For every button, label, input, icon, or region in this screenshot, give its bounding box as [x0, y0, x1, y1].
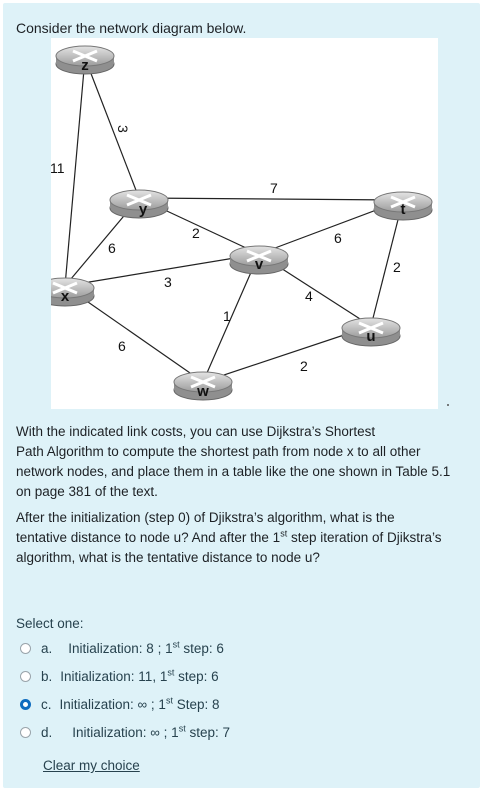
network-diagram-svg: 11 3 7 6 2 6 2 3 4 1 6 2 z y [51, 45, 433, 401]
option-text: Initialization: ∞ ; 1st Step: 8 [59, 695, 220, 712]
paragraph-2-line: After the initialization (step 0) of Dji… [16, 510, 395, 525]
superscript: st [280, 528, 288, 539]
cost-x-w: 6 [118, 338, 126, 354]
router-w: w [173, 371, 233, 401]
option-letter: c. [41, 696, 52, 712]
radio-option-b[interactable] [20, 670, 31, 682]
cost-z-y: 3 [115, 125, 131, 133]
node-label-y: y [139, 201, 148, 218]
paragraph-2-text: tentative distance to node u? And after … [16, 530, 281, 545]
cost-t-u: 2 [393, 259, 401, 275]
radio-option-d[interactable] [20, 726, 31, 738]
option-text: Initialization: 8 ; 1st step: 6 [68, 639, 224, 656]
cost-v-w: 1 [223, 308, 231, 324]
cost-y-t: 7 [270, 180, 278, 196]
link-x-v [64, 253, 260, 287]
cost-v-u: 4 [305, 288, 313, 304]
router-v: v [229, 245, 289, 275]
link-t-u [370, 199, 404, 327]
paragraph-1-line: on page 381 of the text. [16, 484, 158, 499]
paragraph-1-line: With the indicated link costs, you can u… [16, 424, 376, 439]
link-y-t [138, 197, 404, 201]
question-paragraph-2: After the initialization (step 0) of Dji… [16, 508, 468, 568]
clear-choice-link[interactable]: Clear my choice [43, 758, 140, 773]
cost-y-v: 2 [192, 225, 200, 241]
option-b[interactable]: b. Initialization: 11, 1st step: 6 [20, 666, 219, 686]
node-label-x: x [61, 288, 70, 305]
option-text: Initialization: 11, 1st step: 6 [60, 667, 219, 684]
node-label-t: t [401, 201, 406, 218]
question-intro: Consider the network diagram below. [16, 20, 247, 36]
paragraph-1-line: Path Algorithm to compute the shortest p… [16, 444, 421, 459]
option-letter: b. [41, 668, 53, 684]
node-label-z: z [81, 57, 89, 74]
paragraph-2-text: step iteration of Djikstra’s [287, 530, 442, 545]
link-z-y [84, 57, 140, 199]
link-z-x [64, 57, 86, 287]
select-one-label: Select one: [16, 616, 84, 631]
link-cost-labels: 11 3 7 6 2 6 2 3 4 1 6 2 [51, 125, 401, 374]
router-z: z [55, 45, 115, 75]
node-label-v: v [255, 256, 264, 273]
option-a[interactable]: a. Initialization: 8 ; 1st step: 6 [20, 638, 224, 658]
paragraph-1-line: network nodes, and place them in a table… [16, 464, 451, 479]
node-label-w: w [196, 383, 209, 400]
cost-x-v: 3 [164, 274, 172, 290]
option-letter: d. [41, 724, 53, 740]
network-diagram: 11 3 7 6 2 6 2 3 4 1 6 2 z y [51, 38, 438, 409]
paragraph-2-line: algorithm, what is the tentative distanc… [16, 550, 320, 565]
router-u: u [341, 317, 401, 347]
radio-option-a[interactable] [20, 642, 31, 654]
router-x: x [51, 277, 95, 307]
radio-option-c[interactable] [20, 698, 31, 710]
paragraph-2-line: tentative distance to node u? And after … [16, 528, 468, 548]
node-label-u: u [366, 328, 375, 345]
question-paragraph-1: With the indicated link costs, you can u… [16, 422, 468, 502]
cost-y-x: 6 [108, 240, 116, 256]
router-t: t [373, 191, 433, 221]
option-d[interactable]: d. Initialization: ∞ ; 1st step: 7 [20, 722, 230, 742]
option-c[interactable]: c. Initialization: ∞ ; 1st Step: 8 [20, 694, 220, 714]
stray-dot [447, 404, 449, 406]
cost-w-u: 2 [300, 358, 308, 374]
link-v-w [202, 253, 260, 383]
cost-v-t: 6 [334, 230, 342, 246]
cost-z-x: 11 [51, 160, 65, 176]
option-text: Initialization: ∞ ; 1st step: 7 [72, 723, 230, 740]
option-letter: a. [41, 640, 53, 656]
router-y: y [109, 189, 169, 219]
